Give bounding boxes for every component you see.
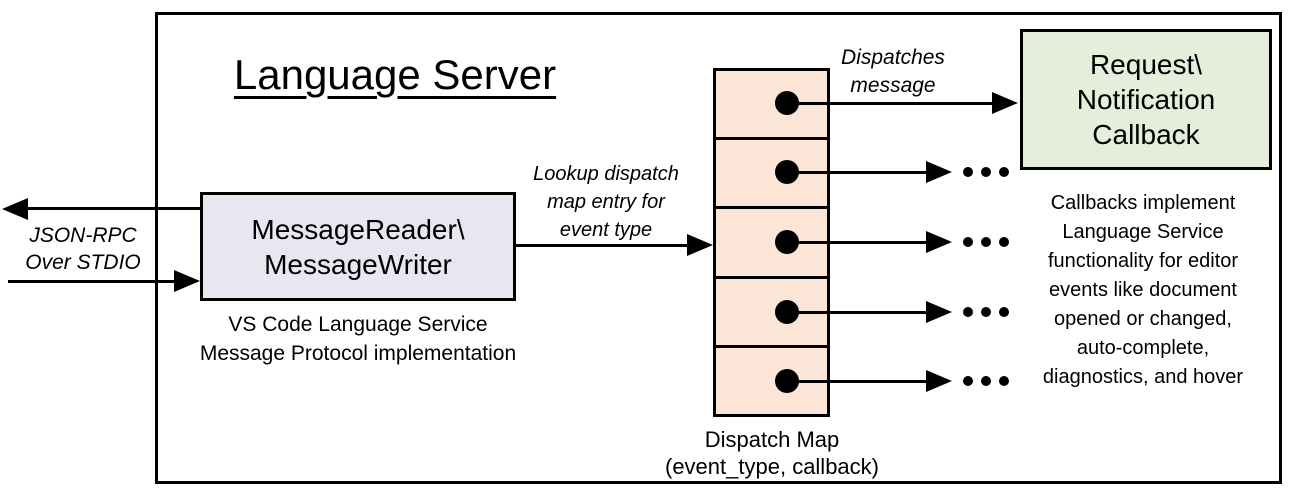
message-caption-line1: VS Code Language Service <box>228 313 488 336</box>
arrowhead-right-icon <box>926 370 952 392</box>
callbacks-note-line: auto-complete, <box>1076 337 1210 359</box>
arrowhead-right-icon <box>926 161 952 183</box>
callbacks-note-line: opened or changed, <box>1054 308 1232 330</box>
message-caption-line2: Message Protocol implementation <box>199 342 517 365</box>
callback-box-line3: Callback <box>1092 119 1200 150</box>
dispatch-caption-line2: (event_type, callback) <box>665 454 879 479</box>
dispatch-arrow-line <box>787 102 993 105</box>
json-rpc-label-line1: JSON-RPC <box>29 224 137 247</box>
ellipsis-icon <box>963 167 1009 177</box>
dispatch-arrow-line <box>787 241 927 244</box>
dispatches-message-label: Dispatches message <box>813 44 973 100</box>
stdio-in-arrow-line <box>8 280 174 283</box>
dispatches-label-line2: message <box>850 74 936 97</box>
callback-box-line1: Request\ <box>1089 49 1203 80</box>
dispatch-map-cell <box>716 275 827 345</box>
lookup-label-line2: map entry for <box>547 191 665 213</box>
language-server-boundary <box>155 12 1282 484</box>
arrowhead-left-icon <box>2 198 28 220</box>
dispatch-arrow-line <box>787 171 927 174</box>
ellipsis-icon <box>963 307 1009 317</box>
arrowhead-right-icon <box>174 270 200 292</box>
dispatch-map-caption: Dispatch Map (event_type, callback) <box>640 426 904 480</box>
callbacks-note-line: Language Service <box>1062 221 1224 243</box>
message-box-line2: MessageWriter <box>264 248 452 280</box>
arrowhead-right-icon <box>926 301 952 323</box>
message-box-caption: VS Code Language Service Message Protoco… <box>180 310 536 368</box>
dispatch-arrow-line <box>787 380 927 383</box>
arrowhead-right-icon <box>992 92 1018 114</box>
ellipsis-icon <box>963 376 1009 386</box>
callbacks-note-line: Callbacks implement <box>1050 192 1236 214</box>
dispatch-arrow-line <box>787 311 927 314</box>
lookup-label-line1: Lookup dispatch <box>533 163 679 185</box>
message-reader-writer-box: MessageReader\ MessageWriter <box>200 192 516 301</box>
dispatch-map-cell <box>716 344 827 415</box>
callback-box-line2: Notification <box>1076 84 1216 115</box>
lookup-label: Lookup dispatch map entry for event type <box>518 160 694 244</box>
json-rpc-label: JSON-RPC Over STDIO <box>5 222 161 276</box>
callbacks-note-line: diagnostics, and hover <box>1042 366 1244 388</box>
callbacks-note-line: events like document <box>1049 279 1237 301</box>
lookup-arrow-line <box>516 244 688 247</box>
dispatches-label-line1: Dispatches <box>841 46 945 69</box>
json-rpc-label-line2: Over STDIO <box>25 251 141 274</box>
callbacks-note: Callbacks implement Language Service fun… <box>1008 189 1278 392</box>
callbacks-note-line: functionality for editor <box>1047 250 1239 272</box>
ellipsis-icon <box>963 237 1009 247</box>
dispatch-caption-line1: Dispatch Map <box>704 427 840 452</box>
arrowhead-right-icon <box>687 234 713 256</box>
diagram-title: Language Server <box>233 51 557 98</box>
request-notification-callback-box: Request\ Notification Callback <box>1020 29 1272 170</box>
stdio-out-arrow-line <box>28 207 200 210</box>
arrowhead-right-icon <box>926 231 952 253</box>
lookup-label-line3: event type <box>559 219 653 241</box>
message-box-line1: MessageReader\ <box>251 213 465 245</box>
